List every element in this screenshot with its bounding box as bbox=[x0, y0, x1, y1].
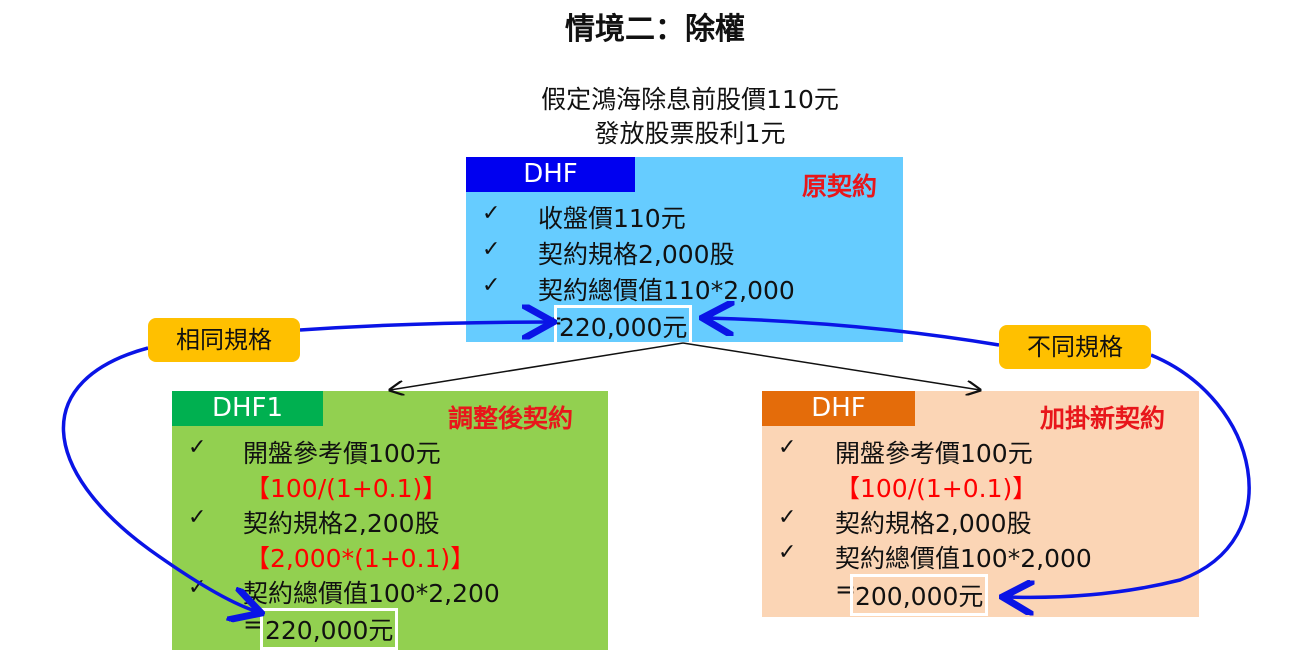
line: 契約總價值100*2,200 bbox=[243, 579, 500, 608]
check-icon: ✓ bbox=[778, 540, 797, 565]
same-spec-label: 相同規格 bbox=[148, 318, 300, 362]
check-icon: ✓ bbox=[482, 237, 501, 262]
contract-tag: 加掛新契約 bbox=[1040, 404, 1166, 433]
premise-line-2: 發放股票股利1元 bbox=[594, 119, 786, 148]
split-arrow-right bbox=[682, 342, 980, 390]
split-arrow-left bbox=[390, 342, 684, 390]
line: 開盤參考價100元 bbox=[243, 439, 441, 468]
line: 契約規格2,000股 bbox=[835, 509, 1032, 538]
check-icon: ✓ bbox=[188, 505, 207, 530]
check-icon: ✓ bbox=[778, 435, 797, 460]
check-icon: ✓ bbox=[482, 201, 501, 226]
contract-code: DHF1 bbox=[172, 391, 323, 426]
check-icon: ✓ bbox=[482, 273, 501, 298]
same-spec-arrow-top bbox=[299, 322, 550, 330]
contract-tag: 調整後契約 bbox=[448, 404, 574, 433]
same-spec-arrow-bottom bbox=[61, 346, 258, 612]
line: 契約總價值100*2,000 bbox=[835, 544, 1092, 573]
diff-spec-arrow-bottom bbox=[1006, 353, 1251, 597]
check-icon: ✓ bbox=[778, 505, 797, 530]
total-value: 200,000元 bbox=[850, 574, 989, 616]
check-icon: ✓ bbox=[188, 435, 207, 460]
different-spec-label: 不同規格 bbox=[999, 325, 1151, 369]
total-value: 220,000元 bbox=[260, 608, 399, 650]
line: 契約規格2,000股 bbox=[538, 240, 735, 269]
line: 契約規格2,200股 bbox=[243, 509, 440, 538]
premise-line-1: 假定鴻海除息前股價110元 bbox=[541, 85, 839, 114]
line: 契約總價值110*2,000 bbox=[538, 276, 795, 305]
diff-spec-arrow-top bbox=[706, 318, 1000, 347]
new-contract-box: DHF 加掛新契約 ✓ 開盤參考價100元 【100/(1+0.1)】 ✓ 契約… bbox=[762, 391, 1199, 617]
contract-code: DHF bbox=[466, 157, 635, 192]
page-title: 情境二：除權 bbox=[565, 12, 745, 47]
formula: 【100/(1+0.1)】 bbox=[245, 474, 448, 503]
formula: 【2,000*(1+0.1)】 bbox=[245, 544, 476, 573]
line: 收盤價110元 bbox=[538, 204, 686, 233]
check-icon: ✓ bbox=[188, 575, 207, 600]
line: 開盤參考價100元 bbox=[835, 439, 1033, 468]
formula: 【100/(1+0.1)】 bbox=[835, 474, 1038, 503]
contract-tag: 原契約 bbox=[802, 172, 878, 201]
contract-code: DHF bbox=[762, 391, 915, 426]
adjusted-contract-box: DHF1 調整後契約 ✓ 開盤參考價100元 【100/(1+0.1)】 ✓ 契… bbox=[172, 391, 608, 650]
